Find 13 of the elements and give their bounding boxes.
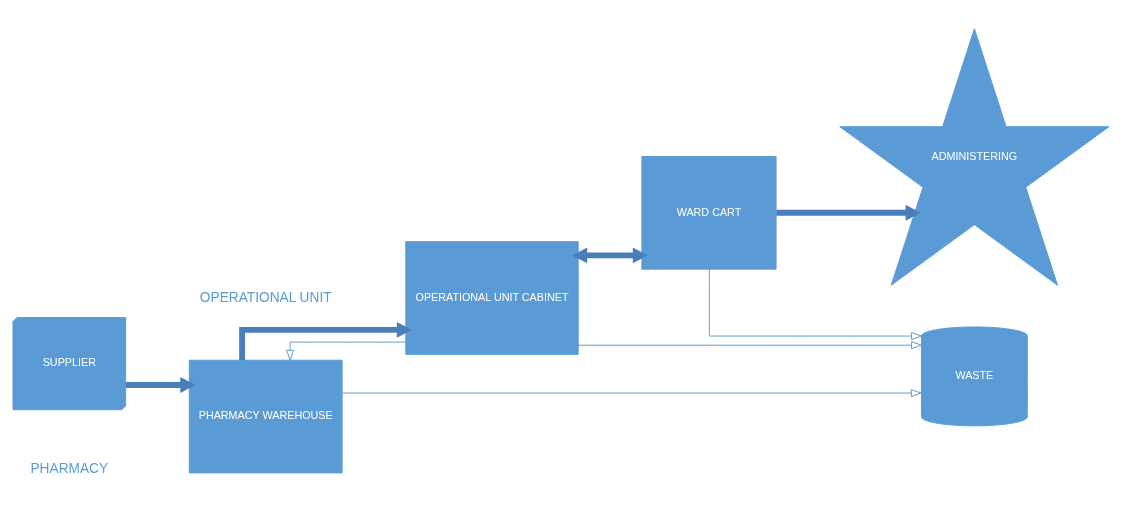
label: PHARMACY: [30, 460, 109, 476]
arrow: [577, 340, 922, 349]
node-box: OPERATIONAL UNIT CABINET: [405, 240, 579, 355]
arrow: [341, 388, 922, 397]
node-box: WARD CART: [641, 155, 777, 270]
node-box: PHARMACY WAREHOUSE: [188, 359, 343, 473]
arrow: [572, 246, 648, 263]
arrow: [776, 204, 921, 221]
label: OPERATIONAL UNIT: [199, 289, 332, 305]
arrow: [708, 268, 922, 340]
arrow: [239, 321, 412, 360]
arrow: [286, 341, 407, 361]
arrow: [125, 376, 196, 393]
